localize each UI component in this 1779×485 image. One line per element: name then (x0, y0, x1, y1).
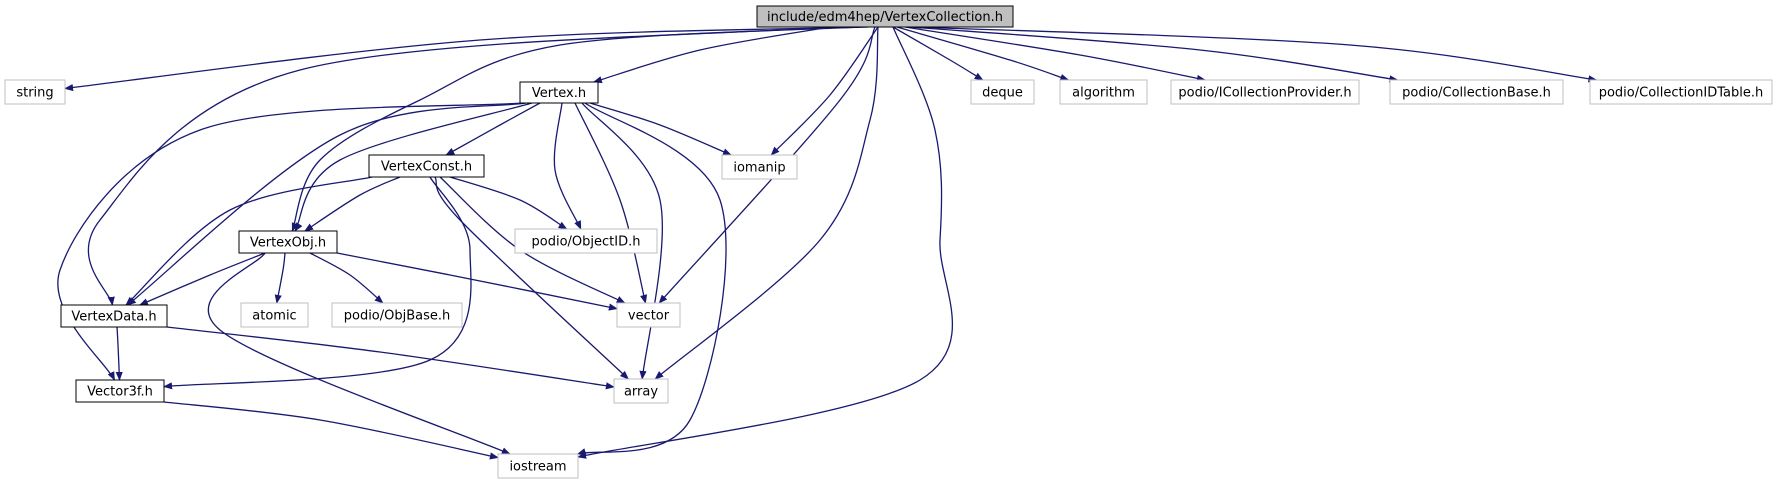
node-box (519, 81, 599, 104)
edge-root-to-algorithm (896, 26, 1070, 81)
node-box (613, 378, 669, 404)
node-vector3f[interactable]: Vector3f.h (75, 379, 165, 403)
node-root[interactable]: include/edm4hep/VertexCollection.h (756, 5, 1014, 28)
node-vertexconst[interactable]: VertexConst.h (368, 154, 485, 178)
edge-vertexdata-to-array (166, 326, 615, 390)
node-box (331, 302, 463, 328)
node-box (75, 379, 165, 403)
edge-root-to-vertex_h (592, 26, 831, 84)
node-box (368, 154, 485, 178)
node-box (616, 302, 681, 328)
edge-root-to-icollprov (904, 26, 1206, 82)
edge-vertex_h-to-vertexdata (126, 102, 527, 306)
edge-root-to-vertexdata (87, 26, 837, 306)
edge-vertex_h-to-vector (574, 102, 648, 304)
edge-vertex_h-to-iostream (576, 102, 727, 456)
nodes-layer: include/edm4hep/VertexCollection.h string… (4, 5, 1773, 479)
node-label: vector (628, 309, 670, 324)
edge-vertex_h-to-vertexconst (445, 102, 541, 156)
node-label: VertexConst.h (381, 160, 472, 175)
node-label: include/edm4hep/VertexCollection.h (767, 10, 1003, 25)
node-objectid: podio/ObjectID.h (514, 228, 658, 254)
node-objbase: podio/ObjBase.h (331, 302, 463, 328)
node-iostream: iostream (497, 453, 579, 479)
node-box (721, 154, 798, 180)
edge-vertex_h-to-vertexobj (294, 102, 533, 232)
node-label: iostream (509, 460, 566, 475)
node-vertexdata[interactable]: VertexData.h (60, 304, 168, 328)
edge-vertexobj-to-atomic (274, 252, 286, 304)
node-atomic: atomic (240, 302, 309, 328)
node-vertexobj[interactable]: VertexObj.h (238, 230, 338, 254)
node-label: podio/ICollectionProvider.h (1178, 86, 1351, 101)
node-array: array (613, 378, 669, 404)
node-label: Vertex.h (532, 86, 586, 101)
node-label: VertexData.h (71, 310, 156, 325)
edge-vertex_h-to-array (581, 102, 663, 380)
node-box (970, 79, 1035, 105)
edge-vertexconst-to-vertexobj (304, 176, 401, 232)
node-vertex_h[interactable]: Vertex.h (519, 81, 599, 104)
edge-root-to-iomanip (770, 26, 879, 156)
edge-vertexobj-to-iostream (207, 252, 511, 455)
edge-vertexconst-to-array (434, 176, 629, 380)
edge-root-to-vector (658, 26, 876, 304)
node-label: algorithm (1072, 86, 1135, 101)
node-label: deque (982, 86, 1023, 101)
node-box (756, 5, 1014, 28)
node-box (60, 304, 168, 328)
edge-root-to-iostream (577, 26, 954, 459)
node-label: Vector3f.h (87, 385, 153, 400)
node-label: podio/ObjectID.h (532, 235, 641, 250)
edge-vertexconst-to-vertexdata (125, 176, 373, 306)
node-label: iomanip (733, 161, 785, 176)
node-box (1589, 79, 1773, 105)
edges-layer (57, 26, 1598, 460)
edge-vertexobj-to-vertexdata (138, 252, 266, 306)
node-vector: vector (616, 302, 681, 328)
edge-root-to-deque (892, 26, 984, 81)
node-label: atomic (252, 309, 296, 324)
edge-vertexdata-to-vector3f (115, 326, 123, 381)
node-iomanip: iomanip (721, 154, 798, 180)
node-box (240, 302, 309, 328)
node-box (497, 453, 579, 479)
edge-vertexobj-to-vector (336, 252, 618, 311)
node-box (1389, 79, 1564, 105)
node-label: string (16, 86, 53, 101)
node-collidtable: podio/CollectionIDTable.h (1589, 79, 1773, 105)
node-icollprov: podio/ICollectionProvider.h (1170, 79, 1360, 105)
node-algorithm: algorithm (1059, 79, 1148, 105)
edge-vertexobj-to-objbase (309, 252, 384, 304)
node-box (4, 79, 66, 105)
node-label: podio/ObjBase.h (344, 309, 451, 324)
edge-root-to-collbase (909, 26, 1399, 83)
node-label: podio/CollectionIDTable.h (1599, 86, 1764, 101)
node-label: podio/CollectionBase.h (1402, 86, 1551, 101)
edge-vertexconst-to-objectid (449, 176, 568, 230)
edge-vertex_h-to-objectid (553, 102, 582, 230)
node-box (1059, 79, 1148, 105)
node-box (1170, 79, 1360, 105)
node-label: array (624, 385, 658, 400)
edge-root-to-vertexobj (291, 26, 861, 232)
node-collbase: podio/CollectionBase.h (1389, 79, 1564, 105)
edge-root-to-collidtable (913, 26, 1598, 83)
node-box (238, 230, 338, 254)
edge-root-to-array (654, 26, 879, 380)
node-label: VertexObj.h (250, 236, 326, 251)
edge-vector3f-to-iostream (163, 401, 499, 460)
edge-vertexconst-to-vector3f (163, 176, 472, 390)
node-string: string (4, 79, 66, 105)
edge-root-to-string (64, 26, 869, 92)
node-deque: deque (970, 79, 1035, 105)
node-box (514, 228, 658, 254)
edge-vertex_h-to-iomanip (589, 102, 732, 156)
